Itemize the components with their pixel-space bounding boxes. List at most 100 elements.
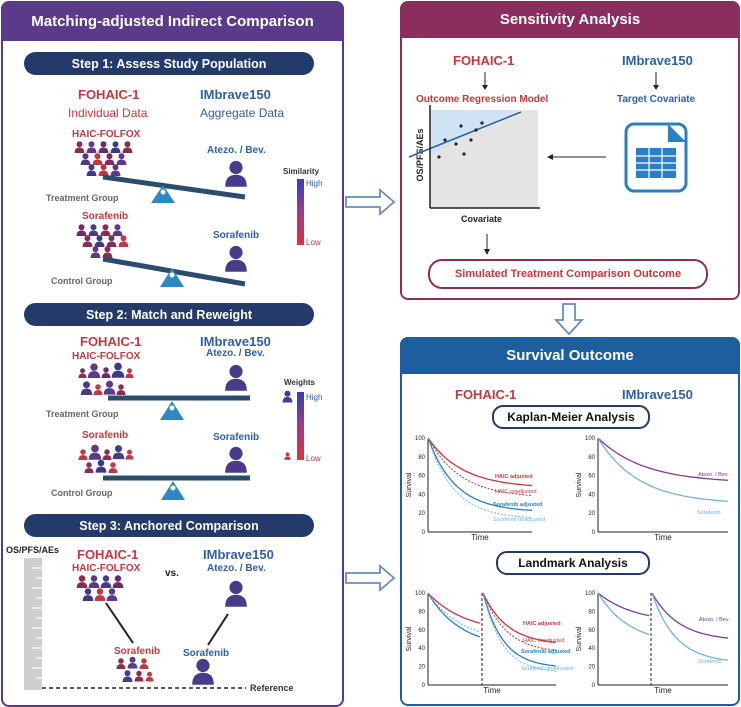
km-atezo-label: Atezo. / Bev. <box>698 472 729 478</box>
km-imbrave-tick-80: 80 <box>588 455 595 461</box>
step2-treatment-seesaw <box>108 364 250 420</box>
km-sorafenib-label: Sorafenib <box>697 510 721 516</box>
lm-sorafenib-pre-curve <box>597 592 650 636</box>
step2-sorafenib-right: Sorafenib <box>213 432 260 443</box>
lm-imbrave-tick-100: 100 <box>585 591 596 597</box>
sensitivity-imbrave: IMbrave150 <box>622 53 693 68</box>
lm-sorafenib-pre-curve <box>427 592 481 638</box>
similarity-gradient <box>297 179 304 245</box>
similarity-legend-title: Similarity <box>283 167 320 176</box>
lm-haic-adjusted-label: HAIC adjusted <box>523 621 561 627</box>
step2-fohaic-label: FOHAIC-1 <box>80 334 142 349</box>
km-fohaic-tick-100: 100 <box>415 436 426 442</box>
step3-reference: Reference <box>250 683 294 693</box>
lm-haic-unadjusted-label: HAIC unadjusted <box>523 638 565 644</box>
step2-imbrave-label: IMbrave150 <box>200 334 271 349</box>
step3-vs-label: vs. <box>165 568 179 579</box>
km-fohaic-tick-80: 80 <box>418 455 425 461</box>
weights-legend-low: Low <box>306 454 321 463</box>
survival-imbrave: IMbrave150 <box>622 387 693 402</box>
regression-x-label: Covariate <box>461 214 503 224</box>
step3-haic-connector <box>105 602 134 644</box>
step3-sorafenib-left: Sorafenib <box>114 646 161 657</box>
sensitivity-fohaic: FOHAIC-1 <box>453 53 515 68</box>
lm-haic-pre-curve <box>427 592 481 624</box>
weights-legend-title: Weights <box>284 378 315 387</box>
km-sorafenib-adjusted-label: Sorafenib adjusted <box>493 502 543 508</box>
arrow-down-to-survival <box>553 303 585 336</box>
survival-panel-title: Survival Outcome <box>400 337 740 374</box>
lm-sorafenib-unadjusted-label: Sorafenib unadjusted <box>521 666 573 672</box>
step1-fohaic-label: FOHAIC-1 <box>78 87 140 102</box>
km-fohaic-tick-60: 60 <box>418 474 425 480</box>
step1-control-seesaw <box>102 245 247 287</box>
target-covariate: Target Covariate <box>617 94 696 105</box>
step2-title: Step 2: Match and Reweight <box>24 303 314 326</box>
step1-aggregate-data: Aggregate Data <box>200 106 285 120</box>
similarity-legend-high: High <box>306 179 323 188</box>
km-fohaic-tick-20: 20 <box>418 511 425 517</box>
outcome-regression-model: Outcome Regression Model <box>416 94 549 105</box>
step1-atezo-label: Atezo. / Bev. <box>207 145 266 156</box>
lm-imbrave-tick-0: 0 <box>592 683 596 689</box>
km-sorafenib-unadjusted-curve <box>427 437 533 518</box>
km-sorafenib-unadjusted-label: Sorafenib unadjusted <box>493 517 545 523</box>
step2-control-seesaw <box>103 446 250 500</box>
lm-fohaic-tick-20: 20 <box>418 665 425 671</box>
lm-fohaic-x-label: Time <box>483 686 501 695</box>
km-fohaic-x-label: Time <box>471 533 489 542</box>
step1-sorafenib-right: Sorafenib <box>213 230 260 241</box>
lm-imbrave-y-label: Survival <box>576 626 583 651</box>
km-atezo-curve <box>597 437 729 481</box>
km-sorafenib-adjusted-curve <box>427 437 533 511</box>
weights-legend-high: High <box>306 393 323 402</box>
lm-imbrave-tick-20: 20 <box>588 665 595 671</box>
step1-title: Step 1: Assess Study Population <box>24 52 314 75</box>
lm-imbrave-x-label: Time <box>654 686 672 695</box>
lm-imbrave-tick-80: 80 <box>588 609 595 615</box>
lm-atezo-pre-curve <box>597 592 650 617</box>
step1-imbrave-label: IMbrave150 <box>200 87 271 102</box>
step3-atezo-label: Atezo. / Bev. <box>207 563 266 574</box>
step1-treatment-seesaw <box>102 160 247 203</box>
step2-treatment-group: Treatment Group <box>46 409 119 419</box>
regression-line <box>408 111 522 158</box>
km-imbrave-tick-20: 20 <box>588 511 595 517</box>
km-haic-adjusted-label: HAIC adjusted <box>495 474 533 480</box>
similarity-legend-low: Low <box>306 238 321 247</box>
km-fohaic-tick-0: 0 <box>422 530 426 536</box>
weights-gradient <box>297 392 304 460</box>
km-imbrave-tick-40: 40 <box>588 492 595 498</box>
lm-atezo-label: Atezo. / Bev. <box>699 617 730 623</box>
step1-individual-data: Individual Data <box>68 106 148 120</box>
maic-panel-title: Matching-adjusted Indirect Comparison <box>1 1 344 41</box>
sto-outcome-box: Simulated Treatment Comparison Outcome <box>428 259 708 289</box>
km-haic-unadjusted-label: HAIC unadjusted <box>495 489 537 495</box>
km-fohaic-y-label: Survival <box>406 472 413 497</box>
survival-fohaic: FOHAIC-1 <box>455 387 517 402</box>
step1-haic-label: HAIC-FOLFOX <box>72 129 141 140</box>
arrow-to-sensitivity <box>345 188 396 216</box>
lm-fohaic-tick-40: 40 <box>418 646 425 652</box>
step3-imbrave-label: IMbrave150 <box>203 547 274 562</box>
lm-sorafenib-adjusted-label: Sorafenib adjusted <box>521 649 571 655</box>
lm-sorafenib-pre-unadjusted <box>427 592 481 633</box>
lm-atezo-post-curve <box>651 592 729 639</box>
lm-haic-post-curve <box>482 592 557 644</box>
step3-fohaic-label: FOHAIC-1 <box>77 547 139 562</box>
step3-atezo-connector <box>207 613 229 646</box>
regression-points <box>437 121 484 159</box>
lm-sorafenib-post-curve <box>651 592 729 661</box>
step3-sorafenib-right: Sorafenib <box>183 648 230 659</box>
lm-haic-post-unadjusted <box>482 592 557 651</box>
sensitivity-panel-title: Sensitivity Analysis <box>400 1 740 38</box>
lm-fohaic-tick-80: 80 <box>418 609 425 615</box>
km-imbrave-y-label: Survival <box>576 472 583 497</box>
step2-atezo-label: Atezo. / Bev. <box>206 348 265 359</box>
km-sorafenib-curve <box>597 437 729 502</box>
step3-ruler <box>24 558 42 690</box>
step3-title: Step 3: Anchored Comparison <box>24 514 314 537</box>
step1-treatment-group: Treatment Group <box>46 193 119 203</box>
